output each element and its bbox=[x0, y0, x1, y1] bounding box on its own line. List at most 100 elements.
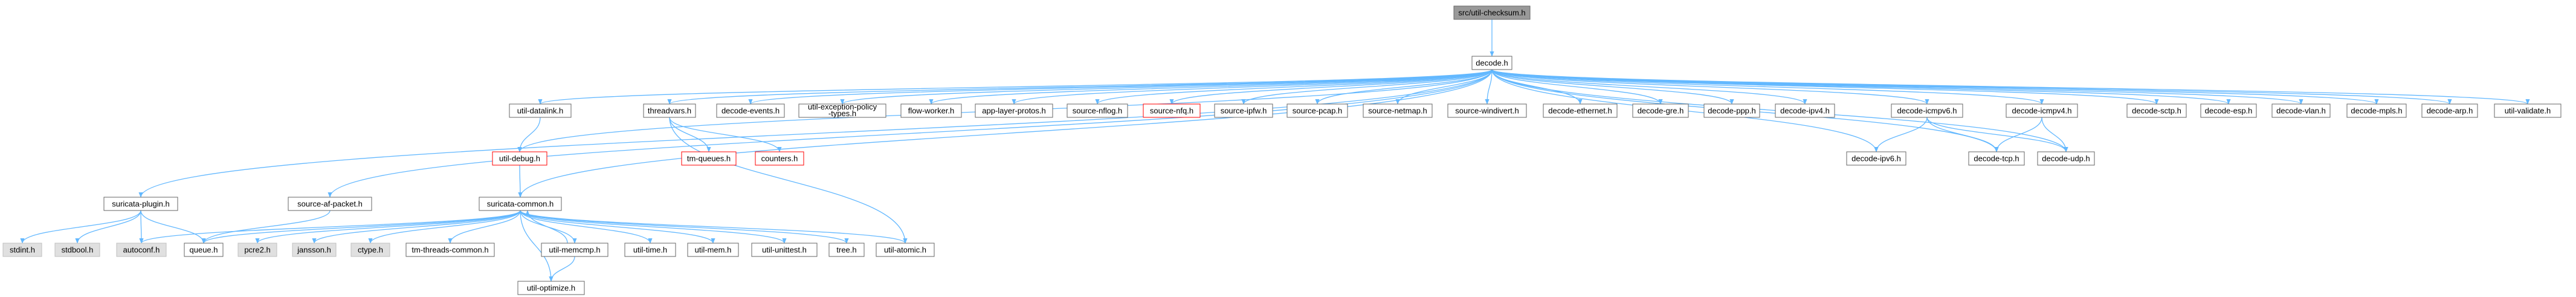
edge-decode-to-decode-esp bbox=[1491, 69, 2231, 105]
edge-decode-to-source-nfq bbox=[1169, 69, 1493, 105]
edge-decode-to-suricata-common bbox=[518, 69, 1493, 198]
edge-suricata-plugin-to-queue bbox=[140, 210, 206, 244]
node-util-debug[interactable]: util-debug.h bbox=[492, 151, 547, 166]
node-decode-esp[interactable]: decode-esp.h bbox=[2200, 103, 2257, 118]
node-root[interactable]: src/util-checksum.h bbox=[1453, 5, 1531, 20]
dependency-edges bbox=[20, 19, 2530, 282]
node-source-netmap[interactable]: source-netmap.h bbox=[1363, 103, 1433, 118]
node-tm-threads-common[interactable]: tm-threads-common.h bbox=[405, 243, 495, 257]
node-box bbox=[624, 243, 676, 257]
node-decode-gre[interactable]: decode-gre.h bbox=[1632, 103, 1689, 118]
node-box bbox=[509, 103, 572, 118]
node-decode[interactable]: decode.h bbox=[1471, 56, 1512, 70]
node-label: util-unittest.h bbox=[762, 246, 807, 255]
edge-decode-to-source-af-packet bbox=[328, 69, 1493, 198]
node-decode-ethernet[interactable]: decode-ethernet.h bbox=[1543, 103, 1618, 118]
node-util-exception-policy[interactable]: util-exception-policy-types.h bbox=[798, 102, 886, 118]
graph-nodes: src/util-checksum.h decode.h util-datalink… bbox=[2, 5, 2561, 295]
node-label: decode-icmpv4.h bbox=[2012, 106, 2072, 116]
node-decode-icmpv4[interactable]: decode-icmpv4.h bbox=[2006, 103, 2078, 118]
edge-decode-to-app-layer-protos bbox=[1012, 69, 1493, 105]
node-box bbox=[1453, 5, 1531, 20]
node-suricata-plugin[interactable]: suricata-plugin.h bbox=[103, 197, 178, 211]
node-label: util-validate.h bbox=[2505, 106, 2551, 116]
node-queue[interactable]: queue.h bbox=[184, 243, 224, 257]
node-source-af-packet[interactable]: source-af-packet.h bbox=[288, 197, 372, 211]
node-util-atomic[interactable]: util-atomic.h bbox=[876, 243, 935, 257]
node-source-nflog[interactable]: source-nflog.h bbox=[1067, 103, 1128, 118]
node-label: suricata-common.h bbox=[487, 200, 554, 209]
node-util-memcmp[interactable]: util-memcmp.h bbox=[541, 243, 608, 257]
edge-decode-to-decode-gre bbox=[1491, 69, 1663, 105]
node-source-ipfw[interactable]: source-ipfw.h bbox=[1214, 103, 1273, 118]
node-util-validate[interactable]: util-validate.h bbox=[2494, 103, 2561, 118]
node-box bbox=[751, 243, 818, 257]
node-decode-vlan[interactable]: decode-vlan.h bbox=[2271, 103, 2331, 118]
edge-threadvars-to-counters bbox=[669, 117, 782, 152]
node-decode-sctp[interactable]: decode-sctp.h bbox=[2126, 103, 2187, 118]
node-label: decode-gre.h bbox=[1638, 106, 1684, 116]
node-box bbox=[492, 151, 547, 166]
node-box bbox=[54, 243, 100, 257]
node-box bbox=[479, 197, 562, 211]
node-util-optimize[interactable]: util-optimize.h bbox=[517, 281, 585, 295]
node-source-windivert[interactable]: source-windivert.h bbox=[1447, 103, 1527, 118]
node-label: decode-ppp.h bbox=[1708, 106, 1756, 116]
node-tm-queues[interactable]: tm-queues.h bbox=[681, 151, 737, 166]
node-label: source-netmap.h bbox=[1368, 106, 1427, 116]
node-flow-worker[interactable]: flow-worker.h bbox=[900, 103, 962, 118]
node-decode-arp[interactable]: decode-arp.h bbox=[2421, 103, 2478, 118]
node-box bbox=[1846, 151, 1906, 166]
node-label: src/util-checksum.h bbox=[1458, 8, 1525, 18]
node-decode-ipv4[interactable]: decode-ipv4.h bbox=[1775, 103, 1835, 118]
node-tree[interactable]: tree.h bbox=[828, 243, 865, 257]
edge-suricata-common-to-ctype bbox=[368, 210, 521, 244]
node-decode-mpls[interactable]: decode-mpls.h bbox=[2346, 103, 2407, 118]
edge-decode-icmpv6-to-decode-ipv6 bbox=[1874, 117, 1928, 152]
node-decode-events[interactable]: decode-events.h bbox=[716, 103, 785, 118]
node-box bbox=[2494, 103, 2561, 118]
edge-suricata-common-to-util-optimize bbox=[520, 210, 554, 282]
node-label: autoconf.h bbox=[123, 246, 160, 255]
edge-decode-to-util-validate bbox=[1491, 69, 2530, 105]
node-source-pcap[interactable]: source-pcap.h bbox=[1286, 103, 1348, 118]
node-label: suricata-plugin.h bbox=[112, 200, 169, 209]
node-util-unittest[interactable]: util-unittest.h bbox=[751, 243, 818, 257]
node-util-time[interactable]: util-time.h bbox=[624, 243, 676, 257]
node-decode-tcp[interactable]: decode-tcp.h bbox=[1968, 151, 2025, 166]
edge-decode-to-decode-events bbox=[748, 69, 1493, 105]
node-label: decode-arp.h bbox=[2427, 106, 2473, 116]
edge-decode-to-decode-ethernet bbox=[1491, 69, 1583, 105]
node-threadvars[interactable]: threadvars.h bbox=[643, 103, 696, 118]
node-app-layer-protos[interactable]: app-layer-protos.h bbox=[975, 103, 1053, 118]
node-box bbox=[687, 243, 739, 257]
node-util-datalink[interactable]: util-datalink.h bbox=[509, 103, 572, 118]
node-decode-udp[interactable]: decode-udp.h bbox=[2037, 151, 2095, 166]
node-label: source-pcap.h bbox=[1293, 106, 1342, 116]
node-util-mem[interactable]: util-mem.h bbox=[687, 243, 739, 257]
edge-decode-to-decode-ppp bbox=[1491, 69, 1734, 105]
node-box bbox=[2421, 103, 2478, 118]
edge-suricata-common-to-tm-threads-common bbox=[448, 210, 521, 244]
node-suricata-common[interactable]: suricata-common.h bbox=[479, 197, 562, 211]
node-box bbox=[2037, 151, 2095, 166]
edge-threadvars-to-util-atomic bbox=[669, 117, 908, 244]
node-decode-ppp[interactable]: decode-ppp.h bbox=[1703, 103, 1760, 118]
node-label: ctype.h bbox=[358, 246, 383, 255]
node-decode-ipv6[interactable]: decode-ipv6.h bbox=[1846, 151, 1906, 166]
edge-decode-to-decode-sctp bbox=[1491, 69, 2159, 105]
node-box bbox=[1775, 103, 1835, 118]
node-source-nfq[interactable]: source-nfq.h bbox=[1143, 103, 1201, 118]
node-label: util-debug.h bbox=[499, 154, 540, 163]
edge-suricata-common-to-pcre2 bbox=[255, 210, 521, 244]
edge-util-memcmp-to-util-optimize bbox=[549, 256, 575, 282]
edge-decode-to-util-exception-policy bbox=[840, 69, 1493, 105]
node-label: decode-vlan.h bbox=[2276, 106, 2326, 116]
node-box bbox=[184, 243, 224, 257]
node-decode-icmpv6[interactable]: decode-icmpv6.h bbox=[1891, 103, 1963, 118]
node-label: util-time.h bbox=[633, 246, 667, 255]
node-box bbox=[1363, 103, 1433, 118]
node-counters[interactable]: counters.h bbox=[755, 151, 804, 166]
edge-suricata-common-to-util-unittest bbox=[520, 210, 787, 244]
node-box bbox=[1632, 103, 1689, 118]
